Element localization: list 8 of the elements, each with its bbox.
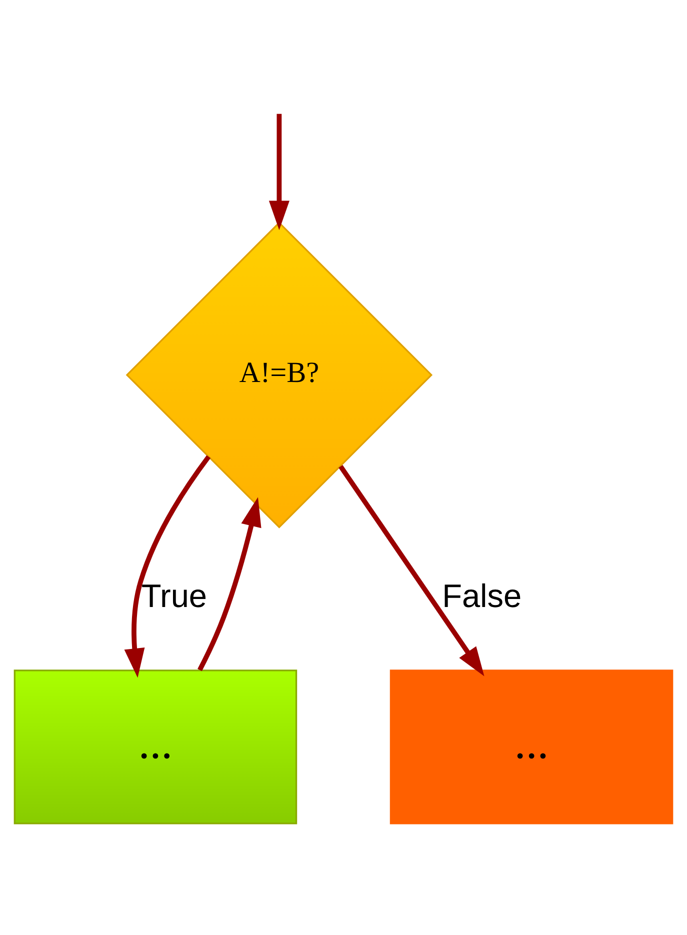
- arrow: [268, 113, 290, 230]
- node-box: ...: [390, 669, 674, 824]
- arrow: [338, 464, 484, 676]
- edge-label: False: [442, 577, 522, 614]
- edge-label: True: [141, 577, 208, 614]
- arrow: [124, 454, 211, 678]
- node-box: ...: [14, 669, 298, 824]
- arrow: [198, 496, 262, 671]
